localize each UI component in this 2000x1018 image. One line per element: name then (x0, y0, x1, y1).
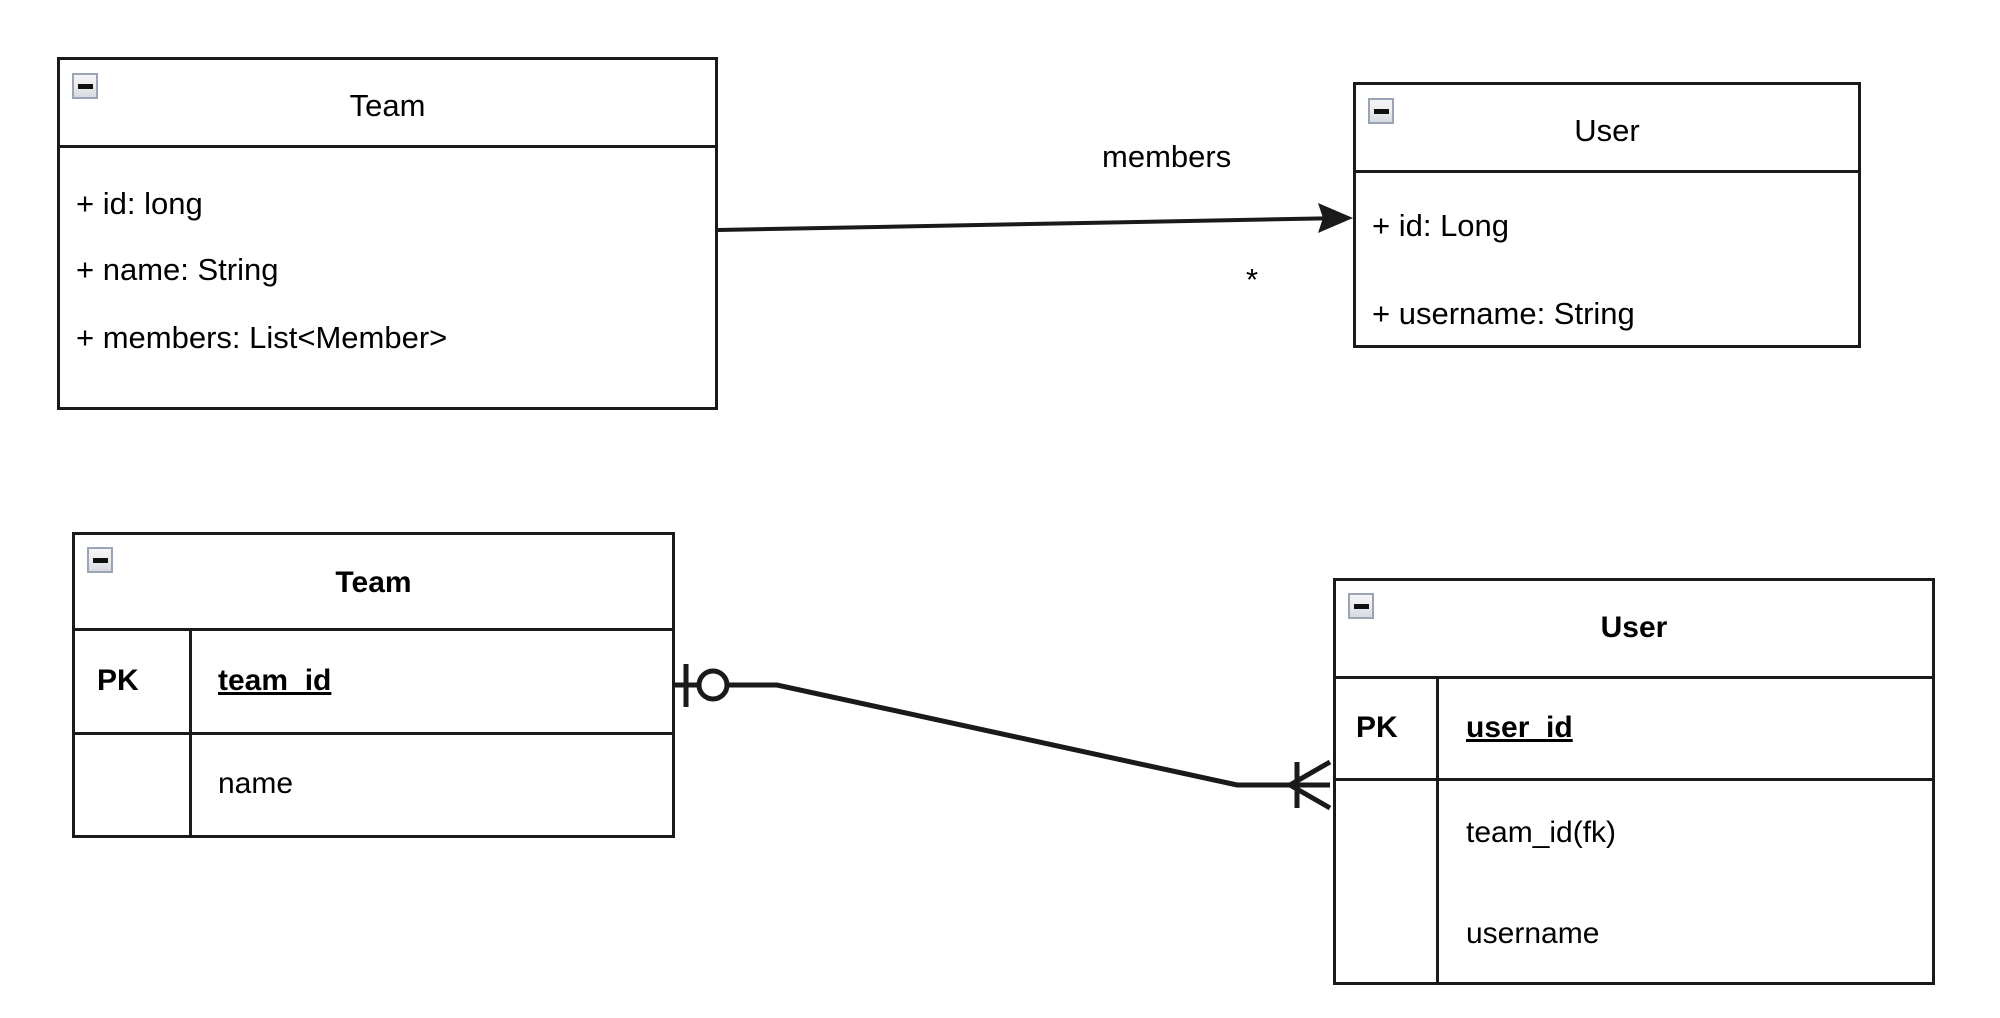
er-team-row1-field: name (218, 767, 294, 800)
uml-class-user[interactable]: User + id: Long + username: String (1353, 82, 1861, 348)
er-team-header-divider (75, 628, 672, 631)
er-team-column-divider (189, 628, 192, 835)
minus-icon[interactable] (1348, 593, 1374, 619)
er-team-title: Team (335, 566, 412, 599)
minus-glyph (92, 557, 108, 563)
association-label-members: members (1102, 139, 1232, 174)
er-user-row0-key: PK (1356, 711, 1398, 744)
association-multiplicity-target: * (1246, 262, 1259, 297)
er-table-team[interactable]: Team PK team_id name (72, 532, 675, 838)
zero-circle-icon (696, 668, 730, 702)
uml-team-header-divider (60, 145, 715, 148)
minus-icon[interactable] (1368, 98, 1394, 124)
er-user-row1-field: team_id(fk) (1466, 816, 1617, 849)
er-relationship-team-user[interactable] (675, 664, 1332, 811)
er-table-user[interactable]: User PK user_id team_id(fk) username (1333, 578, 1935, 985)
er-user-row2-field: username (1466, 917, 1600, 950)
uml-association-team-user[interactable] (717, 203, 1353, 233)
er-user-header-divider (1336, 676, 1932, 679)
uml-class-team[interactable]: Team + id: long + name: String + members… (57, 57, 718, 410)
minus-glyph (1373, 108, 1389, 114)
er-user-title: User (1600, 611, 1668, 644)
uml-user-attribute-username: + username: String (1372, 296, 1635, 331)
crowsfoot-icon (1284, 759, 1332, 811)
uml-user-attribute-id: + id: Long (1372, 208, 1510, 243)
er-team-row0-key: PK (97, 664, 139, 697)
minus-icon[interactable] (87, 547, 113, 573)
uml-user-header-divider (1356, 170, 1858, 173)
er-team-key-divider (75, 732, 672, 735)
open-arrow-icon (1318, 203, 1353, 233)
minus-glyph (77, 83, 93, 89)
er-team-row0-field: team_id (218, 664, 332, 697)
uml-team-title: Team (349, 88, 426, 123)
uml-user-title: User (1574, 113, 1640, 148)
uml-team-attribute-id: + id: long (76, 186, 203, 221)
er-user-row0-field: user_id (1466, 711, 1573, 744)
relationship-line (727, 682, 1330, 788)
minus-icon[interactable] (72, 73, 98, 99)
minus-glyph (1353, 603, 1369, 609)
association-line (717, 216, 1346, 232)
uml-team-attribute-members: + members: List<Member> (76, 320, 448, 355)
uml-team-attribute-name: + name: String (76, 252, 279, 287)
er-user-column-divider (1436, 676, 1439, 982)
er-user-key-divider (1336, 778, 1932, 781)
